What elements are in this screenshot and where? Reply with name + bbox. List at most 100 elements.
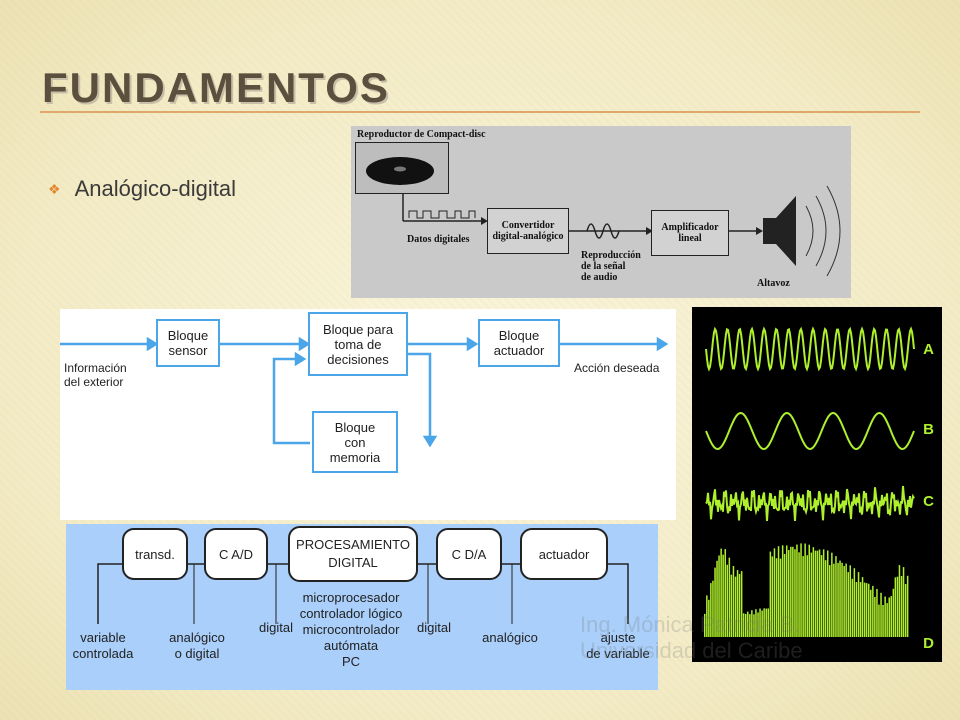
spectrum-bar xyxy=(847,572,849,637)
decision-block: Bloque para toma de decisiones xyxy=(308,312,408,376)
spectrum-bar xyxy=(716,560,718,637)
spectrum-bar xyxy=(794,549,796,637)
analog-output-label: analógico xyxy=(482,630,538,645)
cd-title: Reproductor de Compact-disc xyxy=(357,129,486,140)
spectrum-bar xyxy=(792,546,794,637)
spectrum-bar xyxy=(806,555,808,637)
spectrum-bar xyxy=(837,562,839,637)
spectrum-bar xyxy=(876,588,878,637)
spectrum-bar xyxy=(755,609,757,637)
dsp-chain-diagram: transd. C A/D PROCESAMIENTO DIGITAL C D/… xyxy=(66,524,658,690)
spectrum-bar xyxy=(804,543,806,637)
spectrum-bar xyxy=(728,557,731,637)
diamond-bullet-icon: ❖ xyxy=(48,180,61,197)
spectrum-bar xyxy=(765,608,767,637)
transducer-box: transd. xyxy=(122,528,188,580)
spectrum-bar xyxy=(781,545,784,637)
waveforms-panel: A B C D xyxy=(692,307,942,662)
spectrum-bar xyxy=(726,564,728,637)
spectrum-bar xyxy=(853,568,856,637)
adjust-label: ajuste de variable xyxy=(586,630,650,661)
spectrum-bar xyxy=(824,560,827,637)
spectrum-bar xyxy=(773,548,776,637)
spectrum-bar xyxy=(734,576,737,637)
wave-label-a: A xyxy=(923,341,934,358)
dsp-lines xyxy=(97,563,629,624)
spectrum-bar xyxy=(769,551,772,637)
spectrum-bar xyxy=(779,558,782,637)
spectrum-bar xyxy=(788,550,790,637)
actuator-block: Bloque actuador xyxy=(478,319,560,367)
spectrum-bar xyxy=(771,556,774,637)
bullet-text: Analógico-digital xyxy=(74,176,236,201)
spectrum-bar xyxy=(753,614,755,637)
spectrum-bar xyxy=(786,545,788,637)
adc-box: C A/D xyxy=(204,528,268,580)
spectrum-bar xyxy=(704,613,706,637)
waveform-a xyxy=(705,326,915,372)
spectrum-bar xyxy=(843,566,845,637)
spectrum-bar xyxy=(827,550,829,637)
dac-box: C D/A xyxy=(436,528,502,580)
spectrum-bar xyxy=(812,547,815,637)
variable-label: variable controlada xyxy=(72,630,134,661)
spectrum-bar xyxy=(839,560,841,637)
spectrum-bar xyxy=(906,575,909,637)
spectrum-bar xyxy=(816,550,819,637)
reproduction-label: Reproducción de la señal de audio xyxy=(581,250,641,283)
spectrum-bar xyxy=(777,546,780,637)
spectrum-bar xyxy=(890,596,892,637)
wave-label-b: B xyxy=(923,421,934,438)
amplifier-box: Amplificador lineal xyxy=(651,210,729,256)
spectrum-bar xyxy=(902,567,905,637)
cd-connections xyxy=(402,185,841,277)
spectrum-bar xyxy=(894,577,897,637)
datos-label: Datos digitales xyxy=(407,234,470,245)
cd-player-diagram: Reproductor de Compact-disc Datos digita… xyxy=(351,126,851,298)
block-arrows xyxy=(60,336,669,448)
spectrum-bar xyxy=(710,583,712,637)
spectrum-bar xyxy=(851,578,854,637)
spectrum-bar xyxy=(757,612,759,637)
spectrum-bar xyxy=(740,571,743,637)
spectrum-bar xyxy=(865,583,868,637)
digital-label-2: digital xyxy=(417,620,451,635)
converter-box: Convertidor digital-analógico xyxy=(487,208,569,254)
spectrum-bar xyxy=(775,558,778,637)
spectrum-bar xyxy=(855,582,858,637)
spectrum-bar xyxy=(884,596,886,637)
spectrum-bar xyxy=(745,614,747,637)
spectrum-bar xyxy=(896,576,899,637)
spectrum-bar xyxy=(810,552,813,637)
spectrum-bar xyxy=(742,613,745,637)
spectrum-bar xyxy=(730,574,733,637)
bullet-item: ❖ Analógico-digital xyxy=(48,176,236,202)
spectrum-bar xyxy=(738,574,741,637)
spectrum-bar xyxy=(863,582,866,637)
spectrum-bar xyxy=(783,554,786,637)
wave-label-d: D xyxy=(923,635,934,652)
spectrum-bar xyxy=(814,550,817,637)
spectrum-bar xyxy=(820,555,823,637)
block-diagram: Bloque sensor Bloque para toma de decisi… xyxy=(60,309,676,520)
spectrum-bar xyxy=(818,549,821,637)
wave-label-c: C xyxy=(923,493,934,510)
spectrum-bar xyxy=(849,565,851,637)
output-label: Acción deseada xyxy=(574,361,660,375)
analog-input-label: analógico o digital xyxy=(169,630,225,661)
spectrum-bar xyxy=(829,565,831,637)
spectrum-bar xyxy=(763,608,765,637)
spectrum-bar xyxy=(749,614,751,637)
waveform-c xyxy=(705,486,915,521)
spectrum-bar xyxy=(714,567,716,637)
spectrum-bar xyxy=(708,599,710,637)
spectrum-bar xyxy=(706,595,708,637)
spectrum-bar xyxy=(724,549,726,637)
spectrum-bar xyxy=(835,556,837,637)
spectrum-bar xyxy=(822,549,825,637)
spectrum-bar xyxy=(874,597,876,637)
spectrum-bar xyxy=(796,544,798,637)
cd-player-box xyxy=(355,142,449,194)
spectrum-bar xyxy=(892,588,895,637)
spectrum-bar xyxy=(841,562,843,637)
